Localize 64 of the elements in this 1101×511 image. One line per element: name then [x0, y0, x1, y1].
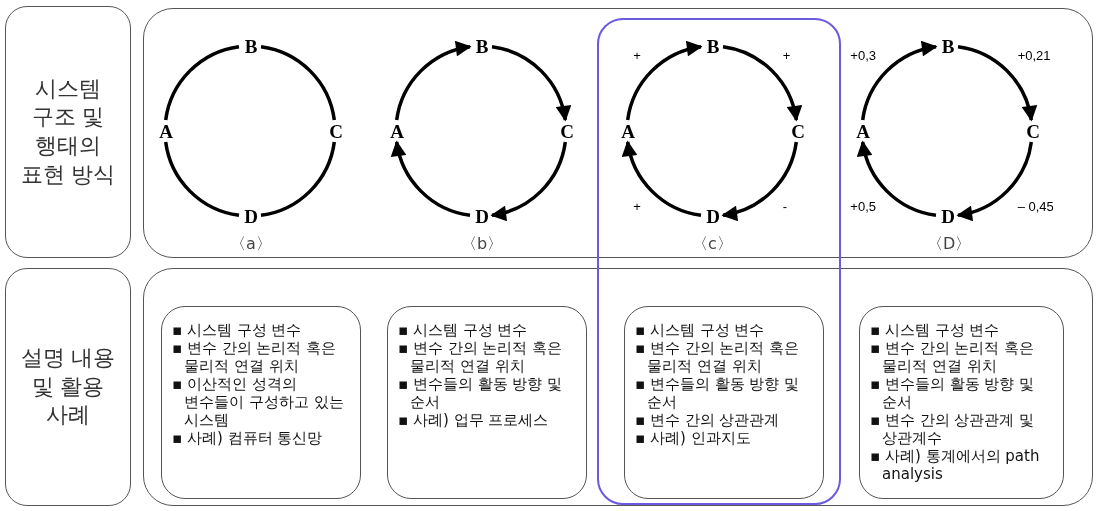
bullet-text: ▪ 사례) 컴퓨터 통신망 [172, 429, 324, 447]
edge-label: – 0,45 [1016, 199, 1055, 215]
node-label: D [939, 207, 957, 227]
bullet-text: ▪ 이산적인 성격의 변수들이 구성하고 있는 시스템 [172, 375, 345, 429]
arrow [957, 45, 1037, 122]
node-label: B [939, 37, 957, 57]
arrow [391, 140, 471, 217]
bullet-text: ▪ 변수들의 활동 방향 및 순서 [870, 375, 1036, 411]
connector-arc [260, 45, 336, 121]
arrow [861, 41, 938, 121]
bullet-text: ▪ 변수 간의 논리적 혹은 물리적 연결 위치 [172, 339, 338, 375]
arrow [395, 41, 472, 121]
panel [143, 268, 1093, 506]
bullet-text: ▪ 시스템 구성 변수 [398, 321, 529, 339]
bullet-text: ▪ 변수 간의 상관관계 [635, 411, 781, 429]
row-header: 시스템 구조 및 행태의 표현 방식 [5, 6, 131, 258]
edge-label: +0,5 [849, 199, 877, 215]
description-card [387, 306, 587, 499]
connector-arc [260, 141, 336, 217]
description-card [624, 306, 824, 499]
arrow [721, 141, 798, 221]
node-label: B [704, 37, 722, 57]
node-label: A [388, 122, 406, 142]
node-label: C [789, 122, 807, 142]
bullet-text: ▪ 사례) 통계에서의 path analysis [870, 447, 1041, 483]
description-card [161, 306, 361, 499]
node-label: A [854, 122, 872, 142]
arrow [491, 45, 571, 122]
bullet-text: ▪ 사례) 인과지도 [635, 429, 752, 447]
figure-caption: 〈a〉 [230, 234, 270, 255]
bullet-text: ▪ 변수 간의 논리적 혹은 물리적 연결 위치 [870, 339, 1036, 375]
bullet-text: ▪ 변수들의 활동 방향 및 순서 [398, 375, 564, 411]
bullet-text: ▪ 변수 간의 논리적 혹은 물리적 연결 위치 [398, 339, 564, 375]
node-label: D [473, 207, 491, 227]
figure-caption: 〈b〉 [461, 234, 501, 255]
connector-arc [164, 141, 240, 217]
arrow [622, 140, 702, 217]
node-label: C [558, 122, 576, 142]
arrow [626, 41, 703, 121]
node-label: D [242, 207, 260, 227]
panel [143, 8, 1093, 258]
node-label: B [242, 37, 260, 57]
bullet-text: ▪ 변수 간의 상관관계 및 상관계수 [870, 411, 1036, 447]
node-label: D [704, 207, 722, 227]
arrow [956, 141, 1033, 221]
description-card [859, 306, 1064, 499]
bullet-text: ▪ 시스템 구성 변수 [870, 321, 1001, 339]
row-header: 설명 내용 및 활용 사례 [5, 268, 131, 506]
node-label: C [1024, 122, 1042, 142]
figure-caption: 〈D〉 [927, 234, 967, 255]
bullet-text: ▪ 변수들의 활동 방향 및 순서 [635, 375, 801, 411]
arrow [490, 141, 567, 221]
node-label: A [619, 122, 637, 142]
node-label: C [327, 122, 345, 142]
bullet-text: ▪ 변수 간의 논리적 혹은 물리적 연결 위치 [635, 339, 801, 375]
arrow [722, 45, 802, 122]
node-label: B [473, 37, 491, 57]
node-label: A [157, 122, 175, 142]
figure-caption: 〈c〉 [692, 234, 732, 255]
bullet-text: ▪ 시스템 구성 변수 [635, 321, 766, 339]
bullet-text: ▪ 사례) 업무 프로세스 [398, 411, 550, 429]
arrow [857, 140, 937, 217]
connector-arc [164, 45, 240, 121]
bullet-text: ▪ 시스템 구성 변수 [172, 321, 303, 339]
